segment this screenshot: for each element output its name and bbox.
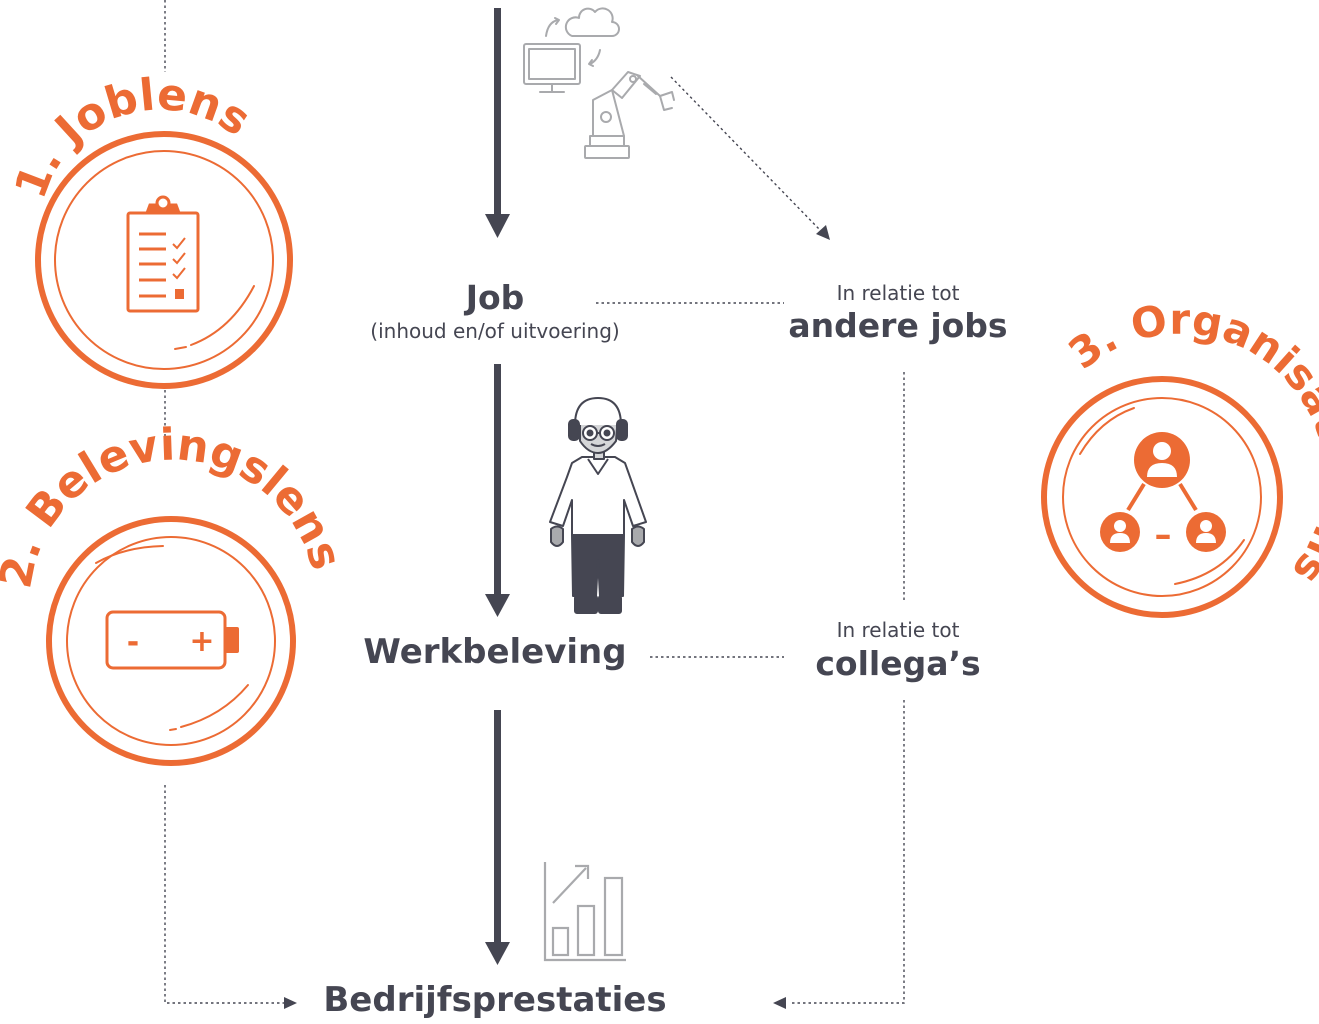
flow-arrows bbox=[485, 8, 510, 965]
relation-jobs-title: andere jobs bbox=[788, 306, 1008, 345]
relation-collegas-prefix: In relatie tot bbox=[836, 618, 960, 642]
job-subtitle: (inhoud en/of uitvoering) bbox=[370, 319, 620, 343]
belevingslens-title: 2. Belevingslens bbox=[0, 419, 352, 592]
clipboard-checklist-icon bbox=[126, 195, 200, 313]
rising-bar-chart-icon bbox=[543, 862, 626, 962]
joblens-circle bbox=[35, 131, 293, 389]
cloud-icon bbox=[545, 7, 620, 67]
arrow-werkbeleving-to-bedrijfsprestaties bbox=[485, 710, 510, 965]
belevingslens-circle bbox=[46, 516, 296, 766]
arrow-into-job bbox=[485, 8, 510, 238]
robot-arm-icon bbox=[584, 71, 675, 159]
dotted-right-to-result bbox=[790, 700, 905, 1004]
battery-minus-sign: - bbox=[127, 625, 139, 660]
dotted-left-to-result bbox=[164, 785, 284, 1004]
dotted-arrowheads bbox=[284, 225, 830, 1009]
technology-icons bbox=[523, 7, 675, 159]
relation-jobs-prefix: In relatie tot bbox=[836, 281, 960, 305]
dotted-tech-to-jobs bbox=[670, 76, 821, 231]
organisatielens-circle bbox=[1041, 376, 1283, 618]
network-link-dash: – bbox=[1155, 515, 1172, 555]
bedrijfsprestaties-title: Bedrijfsprestaties bbox=[323, 980, 667, 1020]
worker-with-vr-headset-icon bbox=[549, 397, 647, 614]
battery-plus-sign: + bbox=[189, 624, 214, 659]
werkbeleving-title: Werkbeleving bbox=[363, 632, 627, 672]
network-people-icon bbox=[1100, 432, 1226, 552]
arrow-job-to-werkbeleving bbox=[485, 364, 510, 617]
monitor-icon bbox=[523, 43, 581, 93]
job-title: Job bbox=[465, 278, 525, 317]
organisatielens-title: 3. Organisatielens bbox=[1060, 295, 1319, 594]
battery-icon bbox=[105, 610, 239, 670]
dotted-connectors bbox=[164, 0, 905, 1004]
relation-collegas-title: collega’s bbox=[815, 644, 981, 683]
